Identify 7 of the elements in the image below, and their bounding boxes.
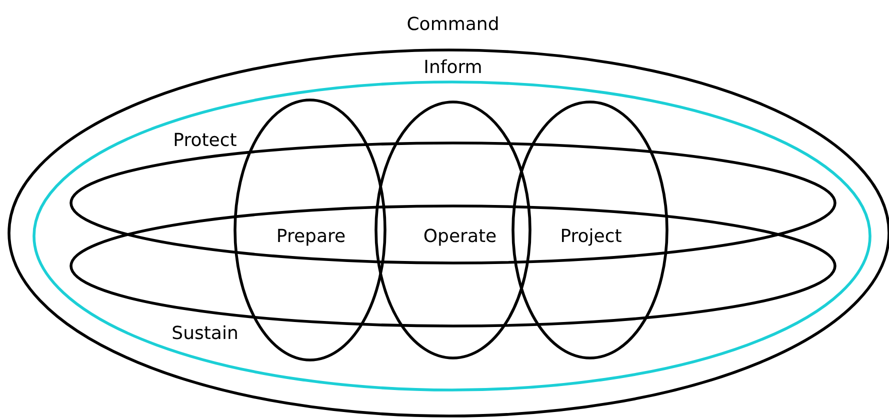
region-label: Sustain	[172, 323, 238, 345]
region-label: Operate	[423, 226, 497, 248]
region-label: Project	[560, 226, 622, 248]
region-label: Prepare	[276, 226, 346, 248]
region-label: Command	[406, 14, 500, 36]
region-label: Protect	[173, 130, 237, 152]
region-label: Inform	[424, 57, 482, 79]
